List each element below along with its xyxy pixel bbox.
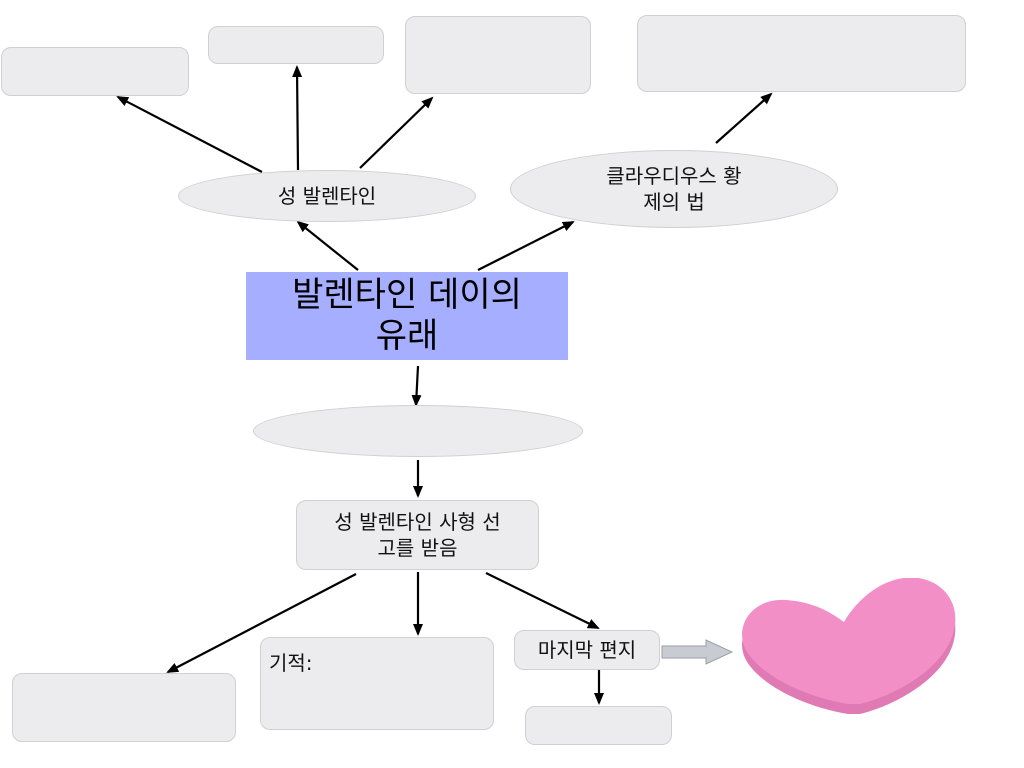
arrow-sentence-to-letter xyxy=(485,572,600,629)
diagram-title-box: 발렌타인 데이의 유래 xyxy=(246,272,568,360)
claudius-law-ellipse: 클라우디우스 황제의 법 xyxy=(510,150,838,228)
heart-sticky-note-icon xyxy=(742,578,956,714)
death-sentence-label: 성 발렌타인 사형 선고를 받음 xyxy=(334,510,501,560)
empty-box-top-1 xyxy=(1,47,189,96)
arrow-sentence-to-box-left xyxy=(166,573,357,673)
last-letter-label: 마지막 편지 xyxy=(537,638,637,662)
st-valentine-ellipse: 성 발렌타인 xyxy=(178,170,476,222)
empty-box-bottom-right xyxy=(525,706,672,745)
empty-box-top-2 xyxy=(208,26,384,64)
arrow-title-to-ellipse xyxy=(411,365,422,407)
arrow-title-to-claudius xyxy=(477,221,575,271)
empty-box-bottom-left xyxy=(12,673,236,742)
miracle-label: 기적: xyxy=(269,651,313,675)
miracle-box: 기적: xyxy=(260,637,494,730)
claudius-law-label: 클라우디우스 황제의 법 xyxy=(606,164,742,214)
gray-right-arrow-icon xyxy=(661,639,734,665)
st-valentine-label: 성 발렌타인 xyxy=(277,184,377,208)
arrow-valentine-to-box3 xyxy=(359,96,434,169)
empty-ellipse-middle xyxy=(253,405,583,457)
empty-box-top-4 xyxy=(637,15,966,92)
empty-box-top-3 xyxy=(405,16,591,94)
arrow-valentine-to-box2 xyxy=(292,65,303,171)
arrow-title-to-valentine xyxy=(296,220,359,271)
diagram-title: 발렌타인 데이의 유래 xyxy=(292,275,522,356)
arrow-claudius-to-box4 xyxy=(715,92,773,144)
arrow-valentine-to-box1 xyxy=(116,96,263,173)
last-letter-box: 마지막 편지 xyxy=(514,630,660,670)
death-sentence-box: 성 발렌타인 사형 선고를 받음 xyxy=(296,500,539,570)
